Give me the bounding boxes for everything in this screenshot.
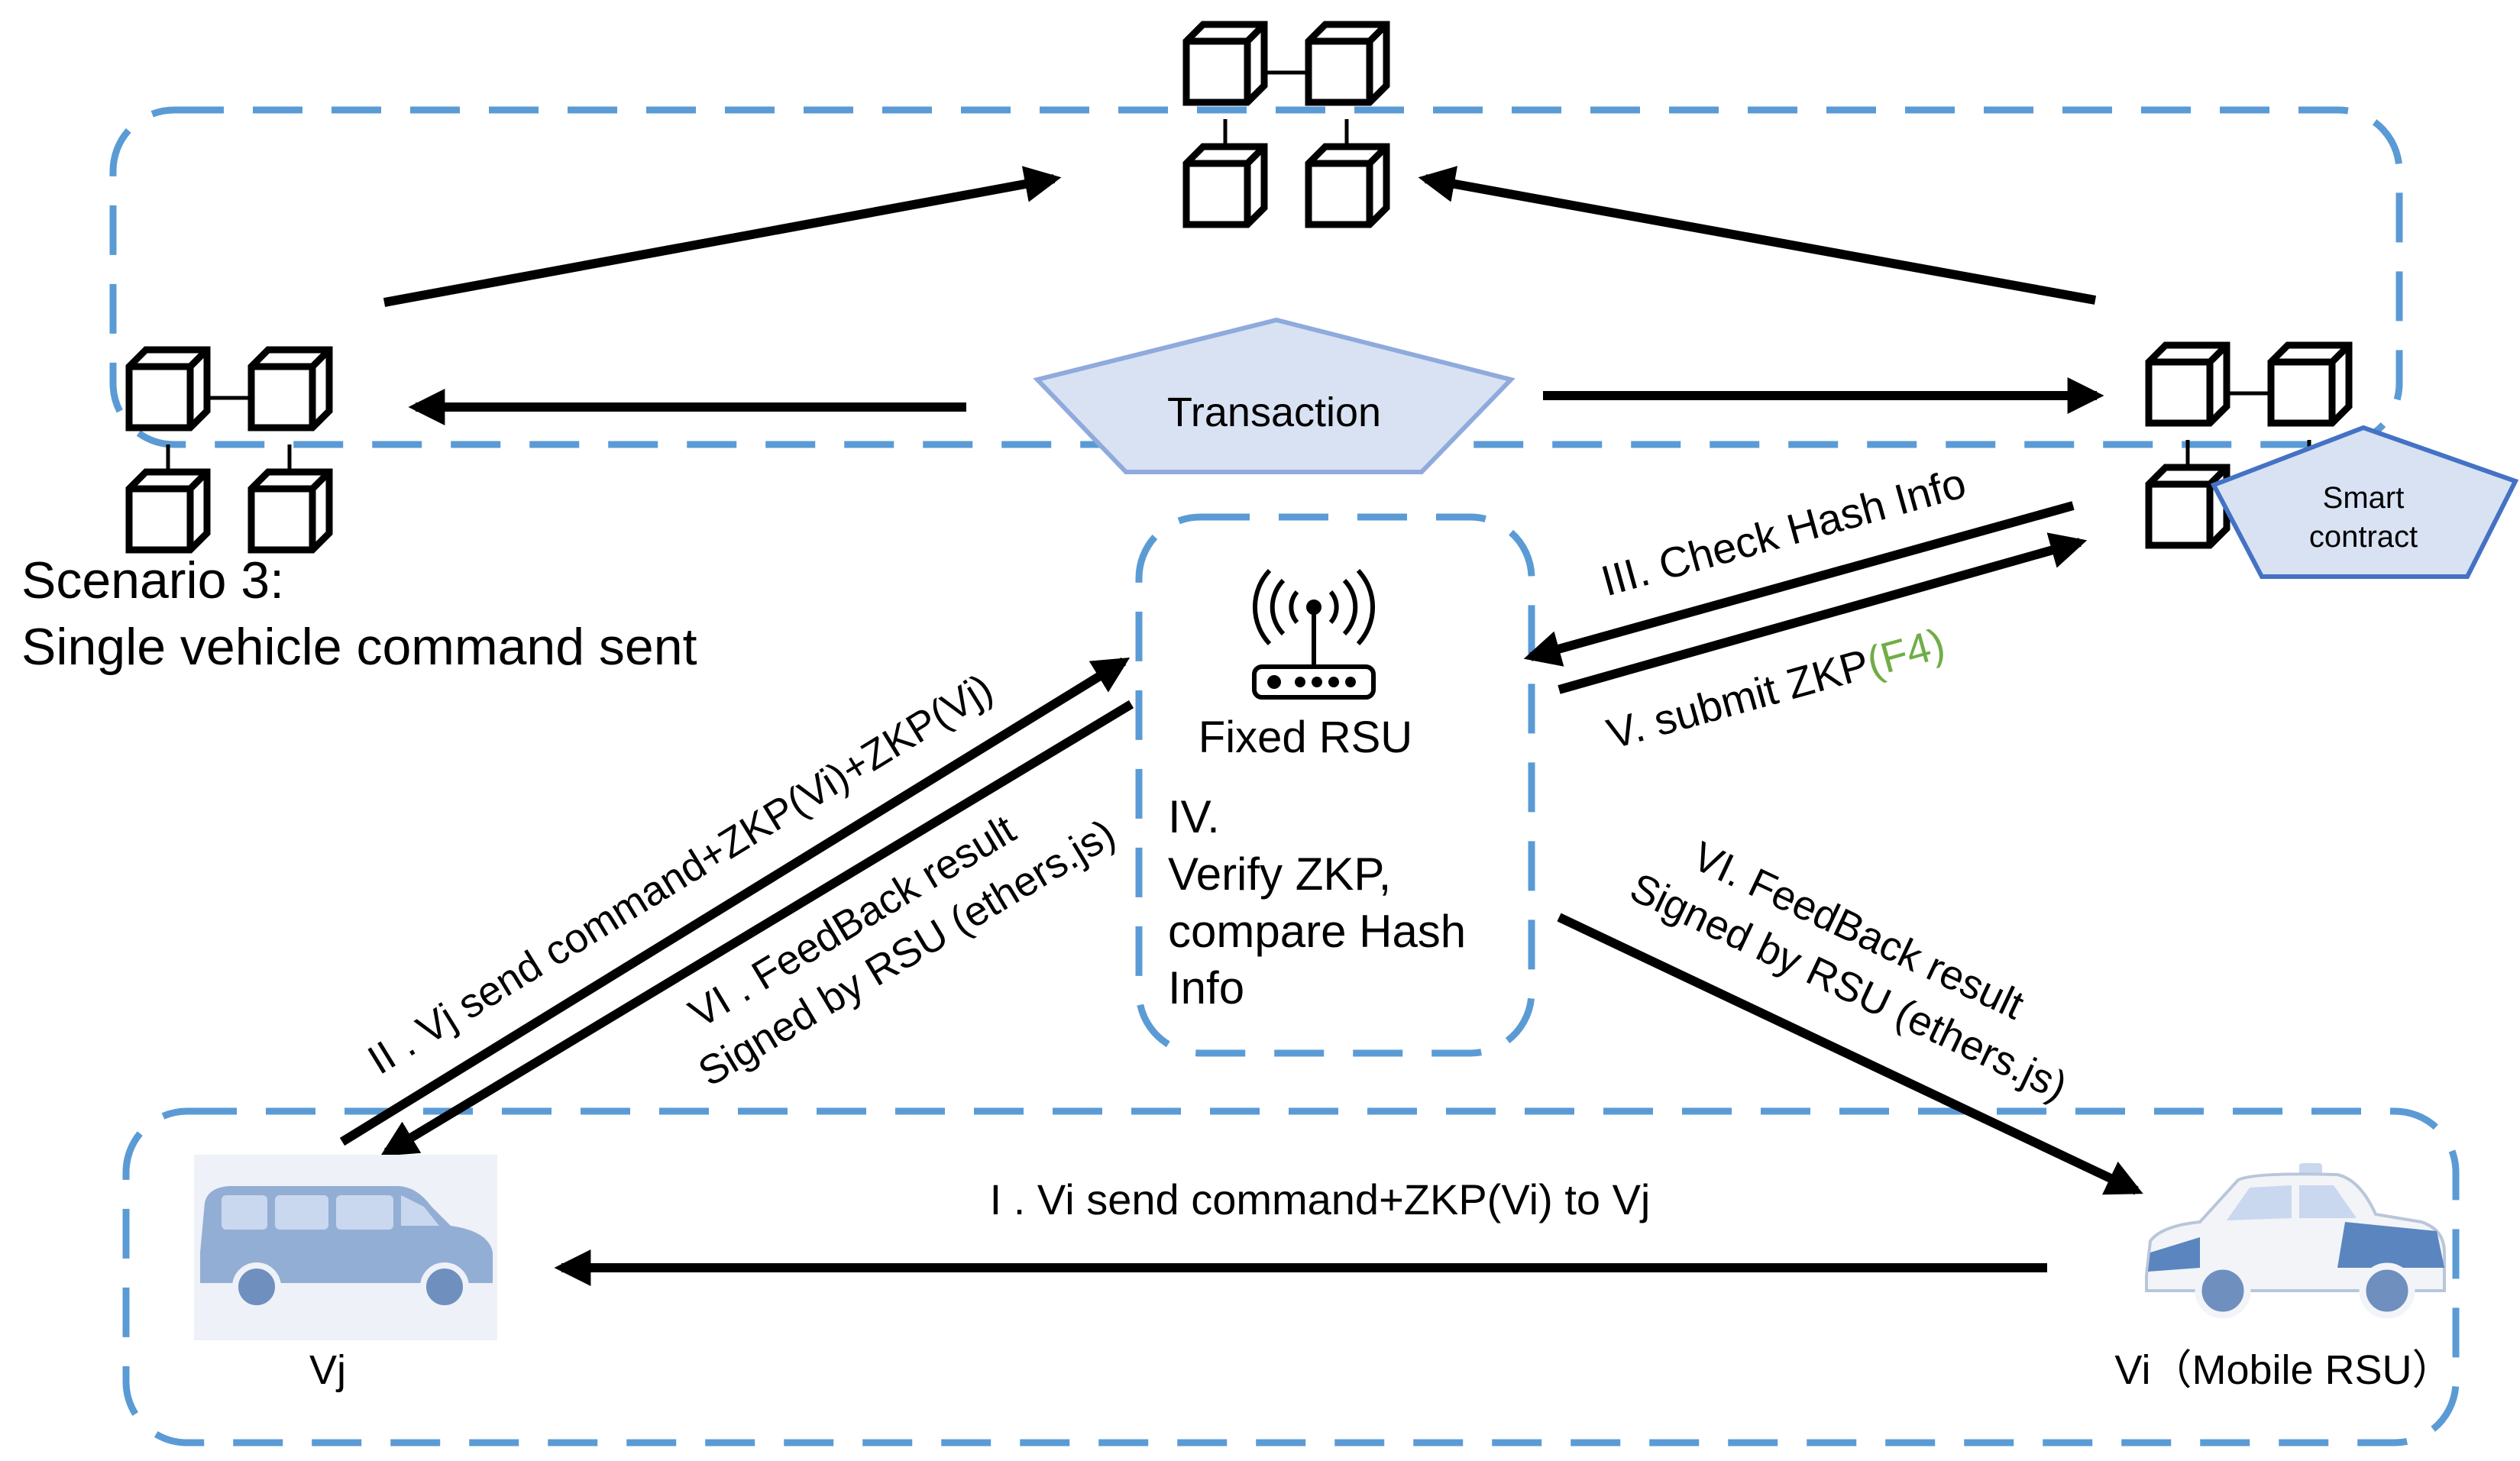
blockchain-icon-left [125, 346, 333, 554]
cube [2267, 341, 2353, 427]
arrow-vi-feedback-left [380, 700, 1134, 1157]
transaction-pentagon [1033, 317, 1516, 474]
fixed-rsu-label: Fixed RSU [1199, 713, 1412, 762]
vehicle-region [122, 1107, 2460, 1446]
step-iv-line4: Info [1168, 962, 1244, 1013]
smart-contract-label-line2: contract [2309, 520, 2418, 554]
step-i-label: I . Vi send command+ZKP(Vi) to Vj [990, 1175, 1651, 1223]
scenario-title-line2: Single vehicle command sent [21, 618, 697, 676]
cube [1305, 21, 1390, 106]
cube [125, 346, 211, 432]
arrow-right-chain-to-top [1418, 166, 2097, 305]
cube [2145, 464, 2230, 549]
step-v-suffix: (F4) [1862, 619, 1950, 686]
smart-contract-label-line1: Smart [2323, 481, 2405, 515]
scenario-title-line1: Scenario 3: [21, 551, 284, 609]
cube [247, 468, 333, 554]
van-icon [194, 1155, 497, 1340]
cube [2145, 341, 2230, 427]
fixed-rsu-region [1135, 513, 1535, 1057]
blockchain-icon-top [1182, 21, 1390, 228]
step-iv-line3: compare Hash [1168, 906, 1466, 957]
step-iv-line1: IV. [1168, 791, 1220, 842]
police-car-icon [2145, 1163, 2446, 1319]
step-vi-left-label: VI . FeedBack resultSigned by RSU (ether… [662, 763, 1123, 1095]
cube [125, 468, 211, 554]
cube [247, 346, 333, 432]
vj-label: Vj [309, 1347, 346, 1393]
vi-label: Vi（Mobile RSU） [2114, 1347, 2453, 1393]
step-v-prefix: V. submit ZKP [1602, 639, 1875, 758]
cube [1305, 143, 1390, 228]
arrow-left-chain-to-top [383, 166, 1062, 307]
smart-contract-pentagon [2210, 425, 2519, 579]
cube [1182, 21, 1268, 106]
step-vi-right-label: VI. FeedBack resultSigned by RSU (ethers… [1623, 815, 2098, 1110]
arrow-vi-feedback-right [1557, 913, 2143, 1195]
transaction-label: Transaction [1167, 389, 1381, 435]
step-iv-line2: Verify ZKP, [1168, 848, 1391, 900]
arrow-ii-vj-send [339, 657, 1131, 1146]
step-v-label: V. submit ZKP(F4) [1602, 619, 1950, 758]
arrow-iii-check-hash [1523, 501, 2075, 667]
arrow-v-submit-zkp [1558, 532, 2088, 694]
antenna-router-icon [1252, 568, 1376, 700]
cube [1182, 143, 1268, 228]
